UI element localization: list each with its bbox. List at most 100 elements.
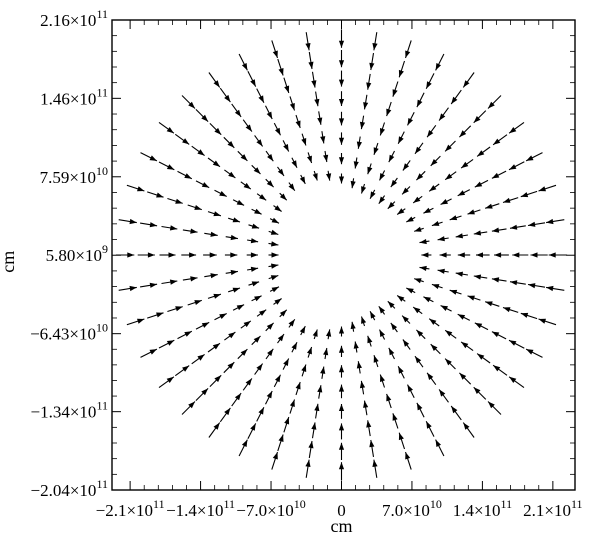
field-arrow-head — [314, 403, 320, 412]
field-arrow-head — [373, 355, 379, 363]
field-arrow-head — [251, 281, 260, 287]
field-arrow-head — [457, 252, 465, 258]
field-arrow-head — [373, 147, 379, 155]
field-arrow-head — [166, 164, 175, 170]
field-arrow-head — [415, 146, 422, 154]
field-arrow-head — [530, 252, 538, 258]
field-arrow-head — [320, 366, 326, 374]
field-arrow-head — [289, 103, 295, 111]
field-arrow-head — [429, 185, 437, 192]
field-arrow-head — [272, 50, 278, 58]
field-arrow-head — [266, 180, 274, 188]
field-arrow-head — [236, 304, 245, 311]
field-arrow-head — [526, 155, 534, 161]
field-arrow-head — [426, 421, 432, 429]
field-arrow-head — [361, 316, 367, 324]
field-arrow-head — [230, 269, 238, 276]
field-arrow-head — [413, 307, 421, 314]
field-arrow-head — [275, 374, 281, 383]
field-arrow-head — [326, 173, 332, 181]
field-arrow-head — [240, 154, 248, 161]
field-arrow-head — [488, 401, 495, 409]
field-arrow-head — [270, 229, 279, 235]
field-arrow-head — [127, 252, 135, 258]
field-arrow-head — [317, 117, 323, 125]
field-arrow-head — [491, 277, 500, 283]
field-arrow-head — [338, 365, 345, 373]
field-arrow-head — [402, 339, 410, 347]
field-arrow-head — [427, 130, 434, 138]
field-arrow-head — [379, 173, 385, 181]
field-arrow-head — [299, 176, 306, 184]
field-arrow-head — [338, 345, 345, 353]
field-arrow-head — [372, 459, 378, 467]
field-arrow-head — [398, 366, 404, 374]
field-arrow-head — [503, 307, 511, 313]
field-arrow-head — [175, 306, 183, 312]
field-arrow-head — [156, 312, 164, 318]
field-arrow-head — [219, 191, 227, 197]
field-arrow-head — [366, 420, 372, 428]
field-arrow-head — [440, 305, 448, 311]
field-arrow-head — [386, 393, 392, 402]
field-arrow-head — [338, 423, 345, 431]
field-arrow-head — [370, 311, 376, 319]
field-arrow-head — [284, 85, 290, 93]
field-arrow-head — [467, 295, 475, 301]
field-arrow-head — [289, 399, 295, 407]
field-arrow-head — [129, 218, 137, 225]
field-arrow-head — [214, 375, 222, 383]
field-arrow-head — [386, 108, 392, 117]
field-arrow-head — [366, 82, 372, 90]
field-arrow-head — [439, 252, 447, 258]
field-arrow-head — [232, 217, 240, 223]
field-arrow-head — [338, 118, 345, 126]
y-tick-label: 1.46×1011 — [40, 85, 108, 108]
field-arrow-head — [188, 101, 195, 109]
field-arrow-head — [314, 98, 320, 107]
field-arrow-head — [485, 203, 493, 209]
field-arrow-head — [461, 341, 469, 349]
field-arrow-head — [509, 340, 517, 346]
field-arrow-head — [473, 230, 482, 236]
x-axis-label: cm — [330, 516, 352, 536]
field-arrow-head — [416, 329, 424, 337]
field-arrow-head — [419, 265, 427, 271]
field-arrow-head — [175, 198, 183, 204]
field-arrow-head — [149, 282, 158, 288]
field-arrow-head — [491, 172, 500, 179]
field-arrow-head — [283, 144, 289, 152]
field-arrow-head — [474, 181, 483, 188]
field-arrow-head — [510, 280, 518, 286]
field-arrow-head — [212, 343, 220, 350]
field-arrow-head — [359, 121, 366, 130]
field-arrow-head — [166, 376, 174, 383]
field-arrow-head — [367, 335, 373, 344]
field-arrow-head — [169, 225, 178, 231]
field-arrow-head — [457, 314, 466, 320]
field-arrow-head — [271, 241, 279, 247]
field-arrow-head — [494, 252, 502, 258]
vector-field-arrows — [115, 29, 568, 481]
field-arrow-head — [398, 136, 404, 144]
field-arrow-head — [279, 309, 287, 317]
field-arrow-head — [271, 252, 279, 258]
field-arrow-head — [241, 63, 248, 71]
field-arrow-head — [416, 402, 423, 411]
field-arrow-head — [414, 226, 422, 232]
field-arrow-head — [387, 301, 395, 309]
field-arrow-head — [283, 358, 289, 366]
field-arrow-head — [476, 252, 483, 258]
field-arrow-head — [270, 275, 279, 281]
field-arrow-head — [459, 372, 467, 380]
field-arrow-head — [491, 227, 500, 233]
field-arrow-head — [156, 192, 164, 198]
field-arrow-head — [493, 138, 501, 145]
field-arrow-head — [402, 163, 410, 171]
field-arrow-head — [361, 186, 367, 194]
field-arrow-head — [423, 207, 431, 214]
field-arrow-head — [301, 364, 307, 372]
field-arrow-head — [274, 205, 282, 212]
field-arrow-head — [363, 102, 369, 110]
field-arrow-head — [431, 284, 440, 289]
